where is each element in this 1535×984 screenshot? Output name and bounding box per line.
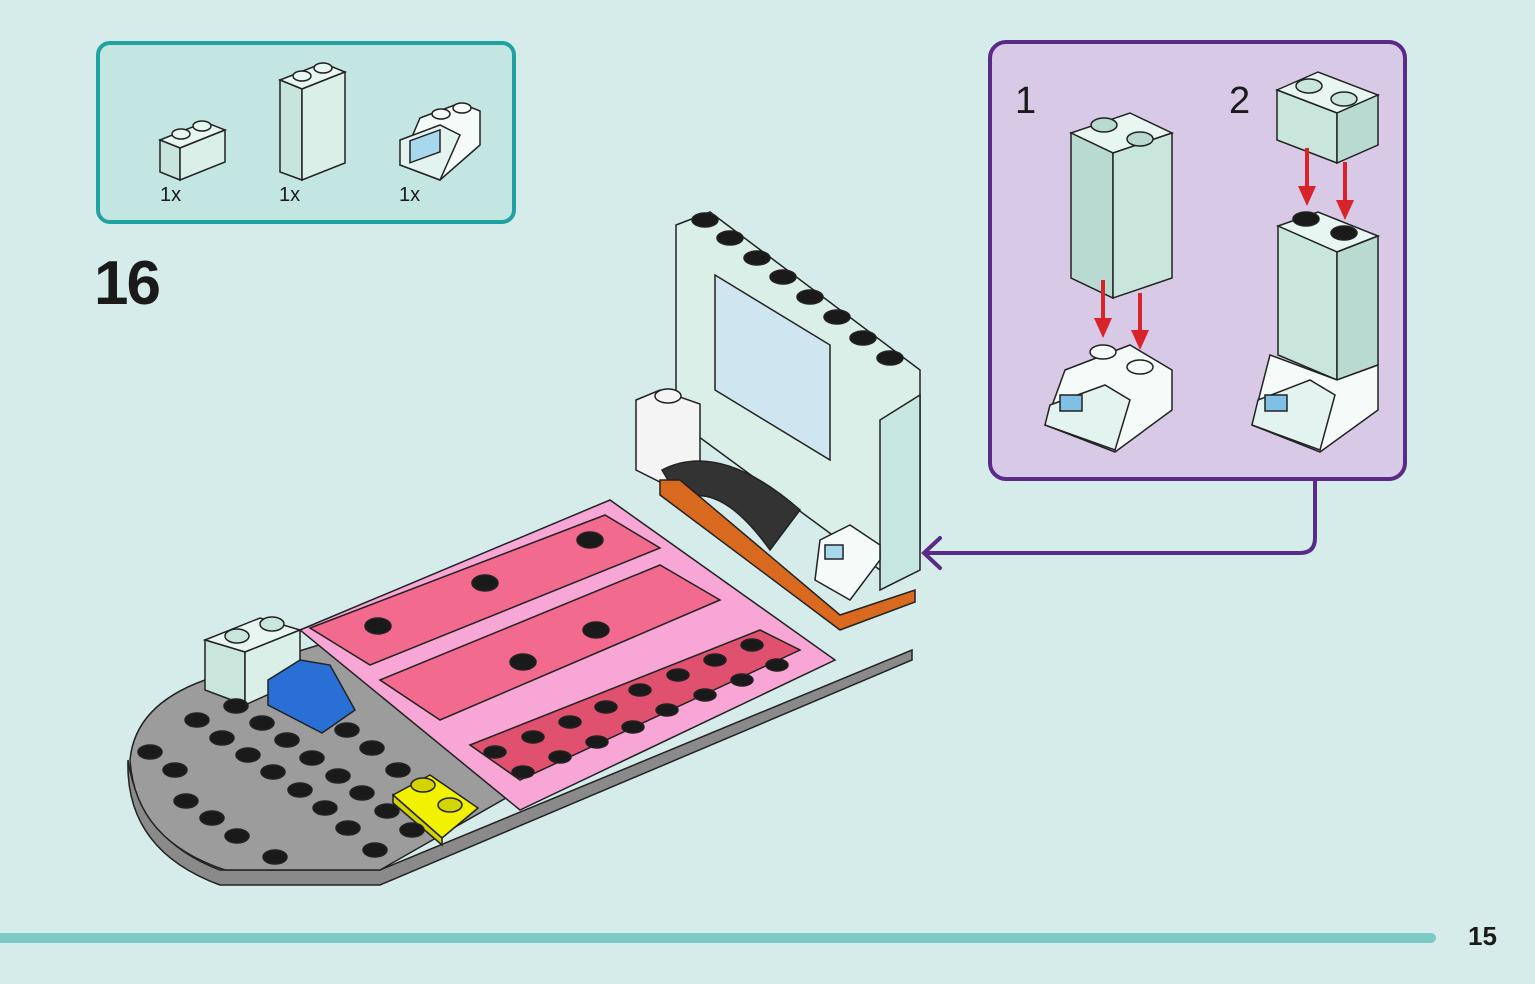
substep-2-image: [1251, 71, 1381, 453]
main-model: [127, 211, 921, 886]
footer-bar: [0, 933, 1436, 943]
part-brick-1x2x3-image: [277, 62, 348, 182]
substep-2-arrows: [1298, 148, 1354, 220]
substep-1-arrows: [1094, 280, 1149, 350]
substep-1-image: [1044, 112, 1174, 453]
part-qty-1: 1x: [160, 184, 182, 206]
substep-number-1: 1: [1015, 80, 1037, 122]
substep-number-2: 2: [1229, 80, 1251, 122]
page-number: 15: [1468, 921, 1497, 951]
part-qty-2: 1x: [279, 184, 301, 206]
part-qty-3: 1x: [399, 184, 421, 206]
part-slope-register-image: [399, 102, 481, 181]
step-number: 16: [94, 249, 161, 318]
callout-arrow: [921, 481, 1317, 570]
part-brick-1x2-image: [157, 120, 228, 182]
